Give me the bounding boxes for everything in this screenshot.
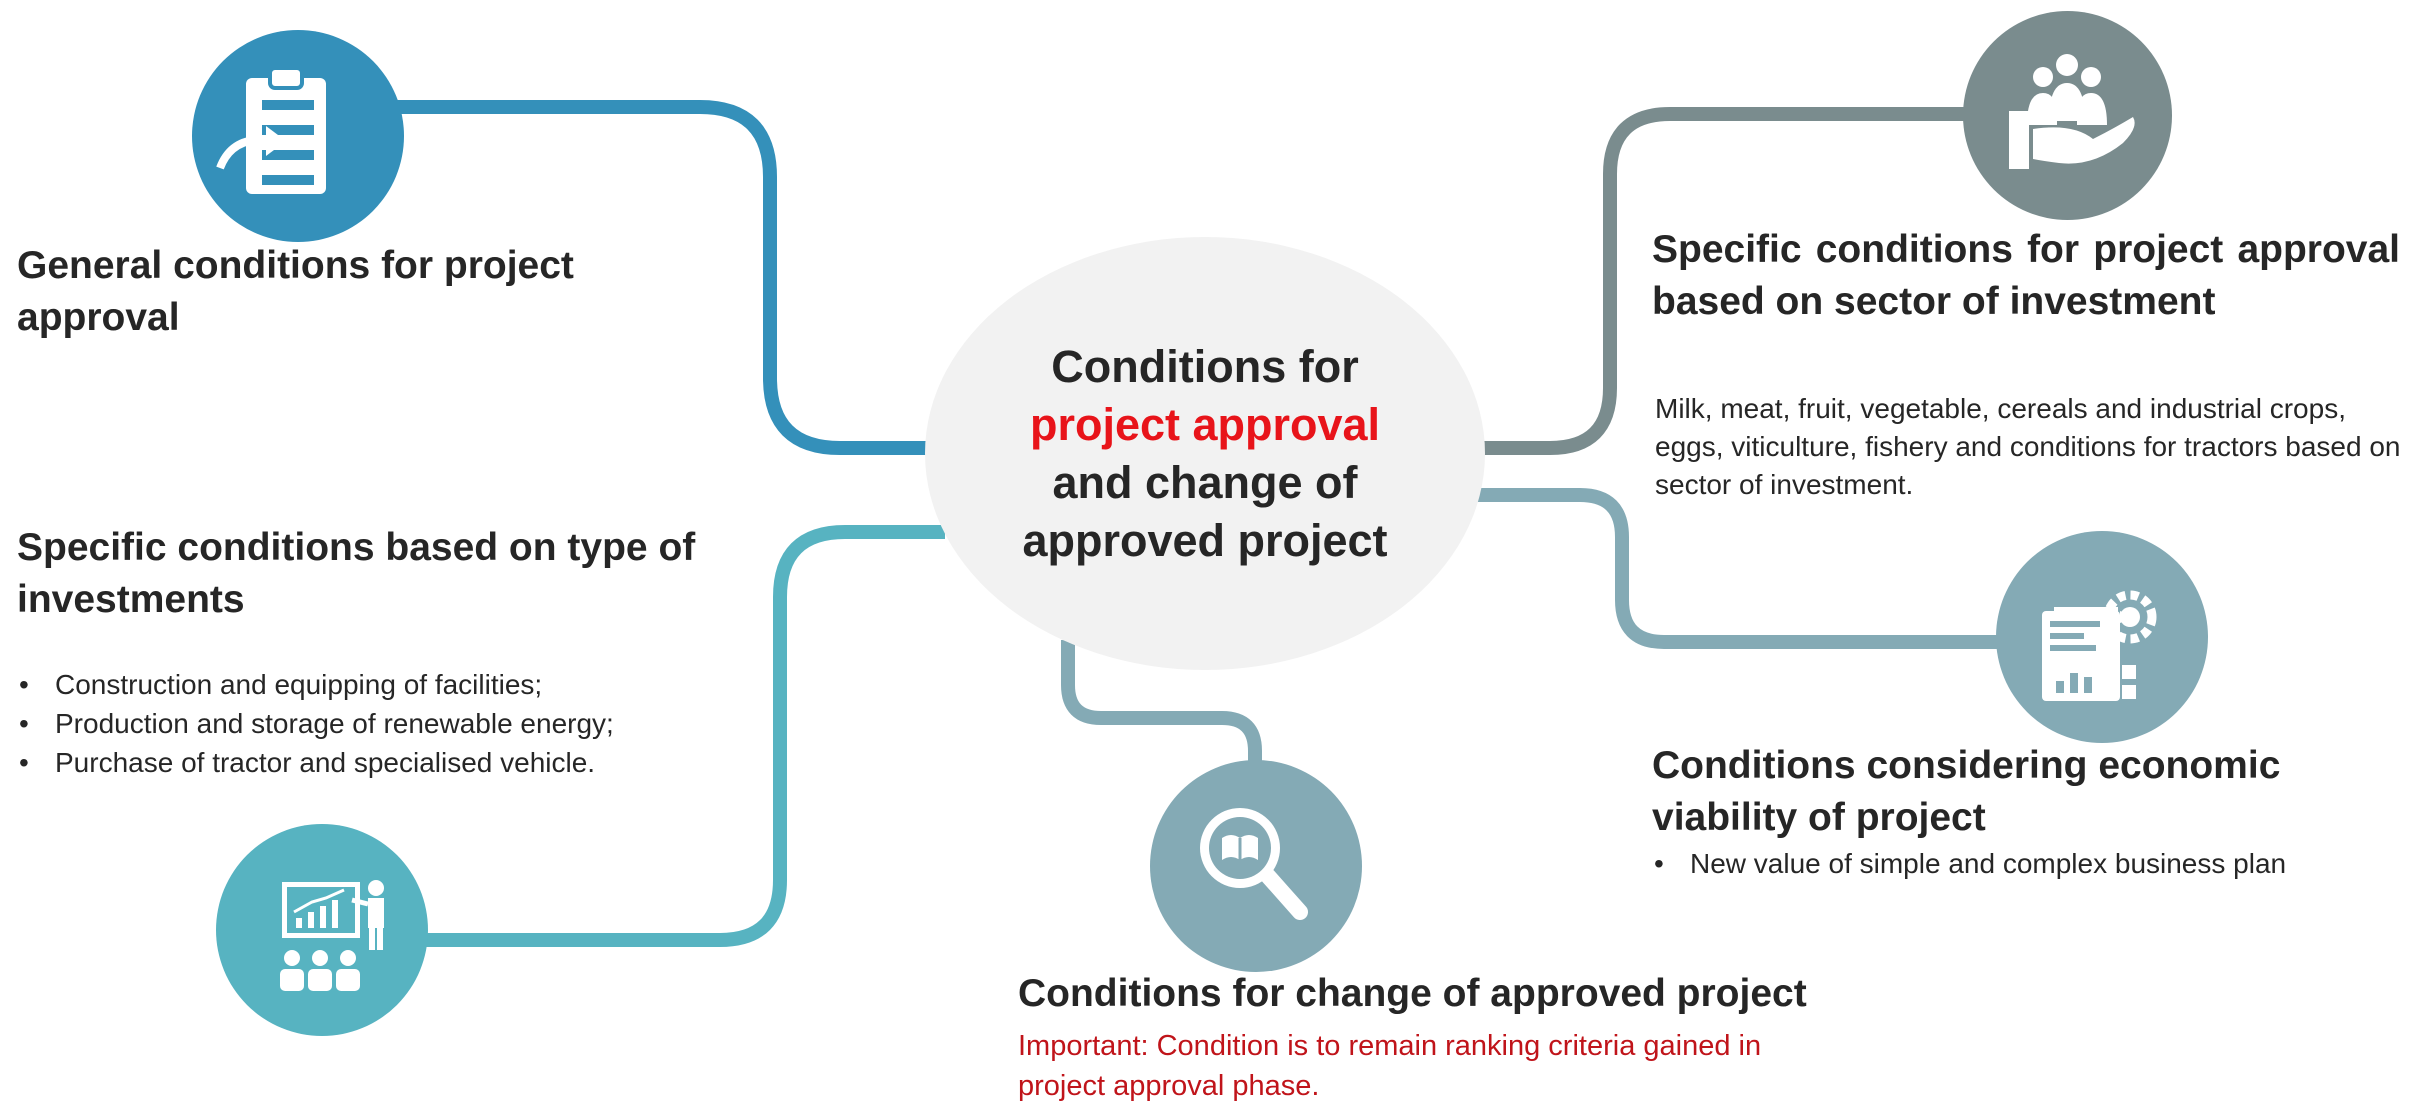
economic-conditions-list: New value of simple and complex business… [1652,844,2412,883]
list-item: New value of simple and complex business… [1652,844,2412,883]
hand-people-icon [1963,11,2172,220]
presentation-audience-icon [216,824,428,1036]
connector-change [1061,640,1262,770]
connector-sector [1480,107,1970,455]
report-gear-icon [1996,531,2208,743]
type-conditions-list: Construction and equipping of facilities… [17,665,717,782]
sector-conditions-title: Specific conditions for project approval… [1652,228,2400,323]
magnifier-book-icon [1150,760,1362,972]
connector-type [420,525,945,947]
general-conditions-title: General conditions for project approval [17,244,574,339]
center-title-highlight: project approval [1029,398,1381,450]
center-title-line3: and change of [1052,456,1358,508]
change-conditions-note: Important: Condition is to remain rankin… [1018,1030,1762,1102]
clipboard-arrow-icon [192,30,404,242]
center-title-line4: approved project [1022,514,1388,566]
type-conditions-title: Specific conditions based on type of inv… [17,526,696,621]
sector-conditions-text: Milk, meat, fruit, vegetable, cereals an… [1655,393,2401,500]
center-ellipse: Conditions for project approval and chan… [925,237,1485,670]
connector-economic [1475,488,2010,649]
list-item: Production and storage of renewable ener… [17,704,717,743]
change-conditions-title: Conditions for change of approved projec… [1018,972,1807,1015]
center-title-line1: Conditions for [1051,340,1359,392]
list-item: Purchase of tractor and specialised vehi… [17,743,717,782]
list-item: Construction and equipping of facilities… [17,665,717,704]
economic-conditions-title: Conditions considering economic viabilit… [1652,744,2281,839]
connector-general [390,100,930,455]
